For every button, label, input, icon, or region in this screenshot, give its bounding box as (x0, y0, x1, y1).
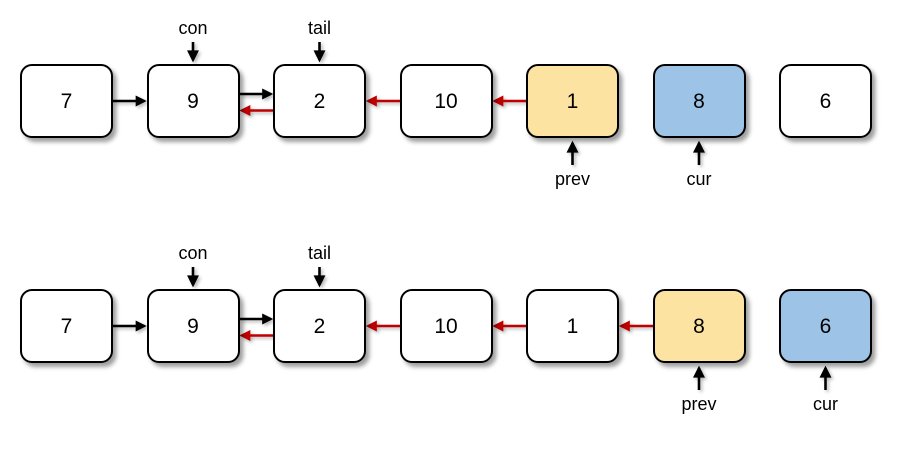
list-node: 8 (652, 64, 746, 138)
pointer-label-con: con (178, 243, 208, 263)
pointer-label-cur: cur (686, 169, 712, 189)
pointer-label-con: con (178, 18, 208, 38)
node-value: 6 (819, 314, 832, 338)
pointer-label-prev: prev (554, 169, 590, 189)
node-value: 10 (434, 89, 458, 113)
pointer-label-cur: cur (812, 394, 838, 414)
list-node: 9 (146, 64, 240, 138)
pointer-label-tail: tail (307, 18, 331, 38)
node-value: 7 (60, 89, 73, 113)
node-value: 2 (313, 89, 326, 113)
list-node: 1 (526, 64, 619, 138)
node-value: 1 (566, 89, 579, 113)
list-node: 1 (526, 289, 619, 363)
node-value: 10 (434, 314, 458, 338)
node-value: 6 (819, 89, 832, 113)
node-value: 9 (187, 89, 199, 113)
list-node: 2 (273, 289, 366, 363)
node-value: 8 (693, 89, 705, 113)
pointer-label-prev: prev (681, 394, 717, 414)
node-value: 9 (187, 314, 199, 338)
pointer-label-tail: tail (307, 243, 331, 263)
node-value: 8 (693, 314, 705, 338)
node-value: 7 (60, 314, 73, 338)
list-node: 2 (273, 64, 366, 138)
list-node: 8 (652, 289, 746, 363)
list-node: 6 (779, 289, 872, 363)
list-node: 10 (399, 289, 493, 363)
list-node: 10 (399, 64, 493, 138)
node-value: 1 (566, 314, 579, 338)
list-node: 7 (20, 289, 113, 363)
list-node: 7 (20, 64, 113, 138)
list-node: 6 (779, 64, 872, 138)
node-value: 2 (313, 314, 326, 338)
list-node: 9 (146, 289, 240, 363)
